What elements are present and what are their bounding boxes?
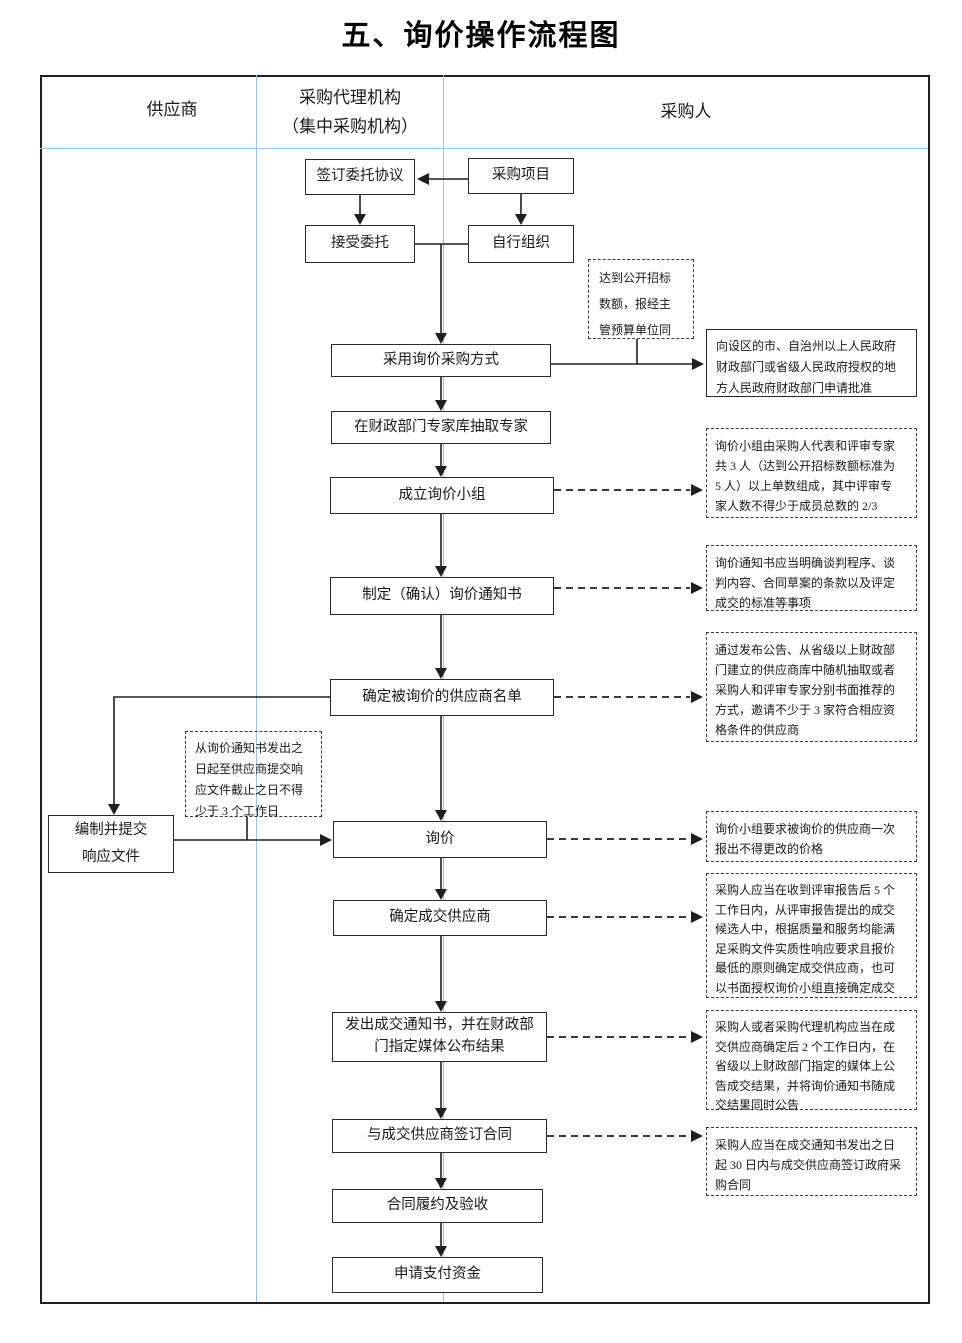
step-apply-payment: 申请支付资金	[332, 1257, 543, 1293]
step-sign-agreement: 签订委托协议	[305, 159, 415, 195]
note-group-composition: 询价小组由采购人代表和评审专家 共 3 人（达到公开招标数额标准为 5 人）以上…	[706, 428, 917, 518]
page-title: 五、询价操作流程图	[341, 20, 621, 52]
note-winner-determination: 采购人应当在收到评审报告后 5 个 工作日内，从评审报告提出的成交 候选人中，根…	[706, 873, 917, 998]
note-open-bid-threshold: 达到公开招标 数额，报经主 管预算单位同	[588, 259, 694, 339]
step-procurement-project: 采购项目	[468, 158, 574, 194]
step-sign-contract: 与成交供应商签订合同	[332, 1119, 547, 1153]
note-contract-deadline: 采购人应当在成交通知书发出之日 起 30 日内与成交供应商签订政府采 购合同	[706, 1127, 917, 1196]
step-contract-performance: 合同履约及验收	[332, 1189, 543, 1223]
step-adopt-inquiry-method: 采用询价采购方式	[331, 344, 551, 377]
lane-label-agency: 采购代理机构 （集中采购机构）	[282, 88, 418, 136]
note-result-announcement: 采购人或者采购代理机构应当在成 交供应商确定后 2 个工作日内，在 省级以上财政…	[706, 1010, 917, 1112]
step-accept-entrustment: 接受委托	[305, 225, 415, 263]
lane-header-divider	[40, 148, 928, 149]
note-notice-content: 询价通知书应当明确谈判程序、谈 判内容、合同草案的条款以及评定 成交的标准等事项	[706, 545, 917, 611]
step-extract-experts: 在财政部门专家库抽取专家	[331, 411, 551, 444]
step-self-organize: 自行组织	[468, 225, 574, 263]
step-prepare-response: 编制并提交 响应文件	[48, 815, 174, 873]
lane-divider-supplier-agency	[256, 75, 257, 1302]
step-determine-supplier-list: 确定被询价的供应商名单	[330, 679, 554, 716]
step-form-inquiry-group: 成立询价小组	[330, 477, 554, 514]
lane-label-purchaser: 采购人	[660, 102, 712, 121]
step-inquiry: 询价	[333, 821, 547, 858]
lane-label-supplier: 供应商	[146, 100, 198, 119]
step-make-inquiry-notice: 制定（确认）询价通知书	[330, 577, 554, 615]
note-response-deadline: 从询价通知书发出之 日起至供应商提交响 应文件截止之日不得 少于 3 个工作日	[185, 731, 322, 818]
note-one-time-quote: 询价小组要求被询价的供应商一次 报出不得更改的价格	[706, 811, 917, 862]
diagram-frame	[40, 75, 930, 1304]
step-issue-award-notice: 发出成交通知书，并在财政部 门指定媒体公布结果	[332, 1012, 547, 1062]
note-approval: 向设区的市、自治州以上人民政府 财政部门或省级人民政府授权的地 方人民政府财政部…	[706, 329, 917, 397]
note-supplier-selection: 通过发布公告、从省级以上财政部 门建立的供应商库中随机抽取或者 采购人和评审专家…	[706, 632, 917, 742]
step-determine-winning-supplier: 确定成交供应商	[333, 900, 547, 936]
